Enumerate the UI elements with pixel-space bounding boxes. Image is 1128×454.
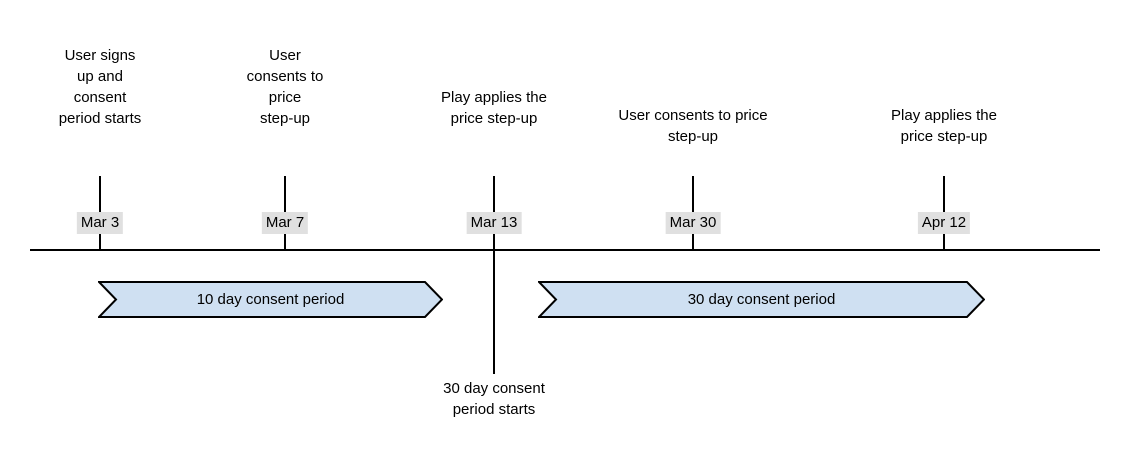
date-chip-apr-12: Apr 12	[917, 212, 971, 234]
event-description-apr-12: Play applies the price step-up	[891, 107, 997, 145]
consent-band-10-day: 10 day consent period	[98, 281, 443, 318]
date-chip-mar-3: Mar 3	[76, 212, 124, 234]
below-axis-annotation-mar-13: 30 day consent period starts	[443, 380, 545, 418]
timeline-axis	[30, 249, 1100, 251]
event-description-mar-30: User consents to price step-up	[618, 107, 768, 145]
chevron-shape-icon	[98, 281, 443, 318]
date-chip-mar-30: Mar 30	[665, 212, 721, 234]
event-description-mar-3: User signs up and consent period starts	[58, 47, 142, 127]
chevron-shape-icon	[538, 281, 985, 318]
date-chip-mar-13: Mar 13	[466, 212, 522, 234]
event-tick-below-mar-13	[493, 251, 495, 374]
consent-band-30-day: 30 day consent period	[538, 281, 985, 318]
event-description-mar-13: Play applies the price step-up	[441, 89, 547, 127]
date-chip-mar-7: Mar 7	[261, 212, 309, 234]
event-description-mar-7: User consents to price step-up	[246, 47, 324, 127]
